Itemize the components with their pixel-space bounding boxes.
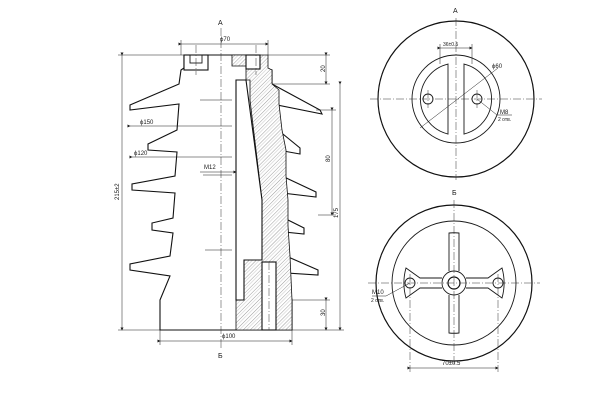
dim-slot-width: 36±0.5 bbox=[443, 42, 458, 48]
dim-top-width: ϕ70 bbox=[220, 37, 231, 43]
dim-thread-m10-note: 2 отв. bbox=[371, 298, 384, 304]
dim-thread-m8: M8 bbox=[500, 110, 509, 116]
section-label-bottom-view: Б bbox=[452, 190, 457, 197]
section-label-front-bottom: Б bbox=[218, 353, 223, 360]
dim-thread-m12: M12 bbox=[204, 165, 216, 171]
front-view: А Б ϕ70 20 bbox=[115, 20, 344, 360]
dim-thread-m8-note: 2 отв. bbox=[498, 117, 511, 123]
bottom-view: Б M10 2 отв. 70±0.5 bbox=[368, 190, 540, 372]
dim-inner-height: 175 bbox=[334, 207, 340, 218]
insulator-body bbox=[129, 54, 323, 331]
dim-total-height: 215±2 bbox=[115, 183, 121, 200]
dim-base-height: 30 bbox=[321, 309, 327, 316]
dim-circle-dia: ϕ60 bbox=[492, 64, 503, 70]
dim-shed-dia-1: ϕ150 bbox=[140, 120, 154, 126]
lobe-right bbox=[463, 63, 493, 135]
top-view: А 36±0.5 ϕ60 M8 2 отв. bbox=[370, 8, 542, 180]
dim-top-height: 20 bbox=[321, 65, 327, 72]
dim-shed-zone: 80 bbox=[326, 155, 332, 162]
lobe-left bbox=[419, 63, 449, 135]
dim-base-dia: ϕ100 bbox=[222, 334, 236, 340]
dim-shed-dia-2: ϕ120 bbox=[134, 151, 148, 157]
dim-thread-m10: M10 bbox=[372, 290, 384, 296]
section-label-front-top: А bbox=[218, 20, 223, 27]
inner-rod bbox=[235, 79, 263, 301]
section-label-top-view: А bbox=[453, 8, 458, 15]
dim-hole-spacing: 70±0.5 bbox=[442, 361, 461, 367]
rib-left bbox=[403, 267, 442, 299]
top-cavity bbox=[245, 54, 261, 70]
